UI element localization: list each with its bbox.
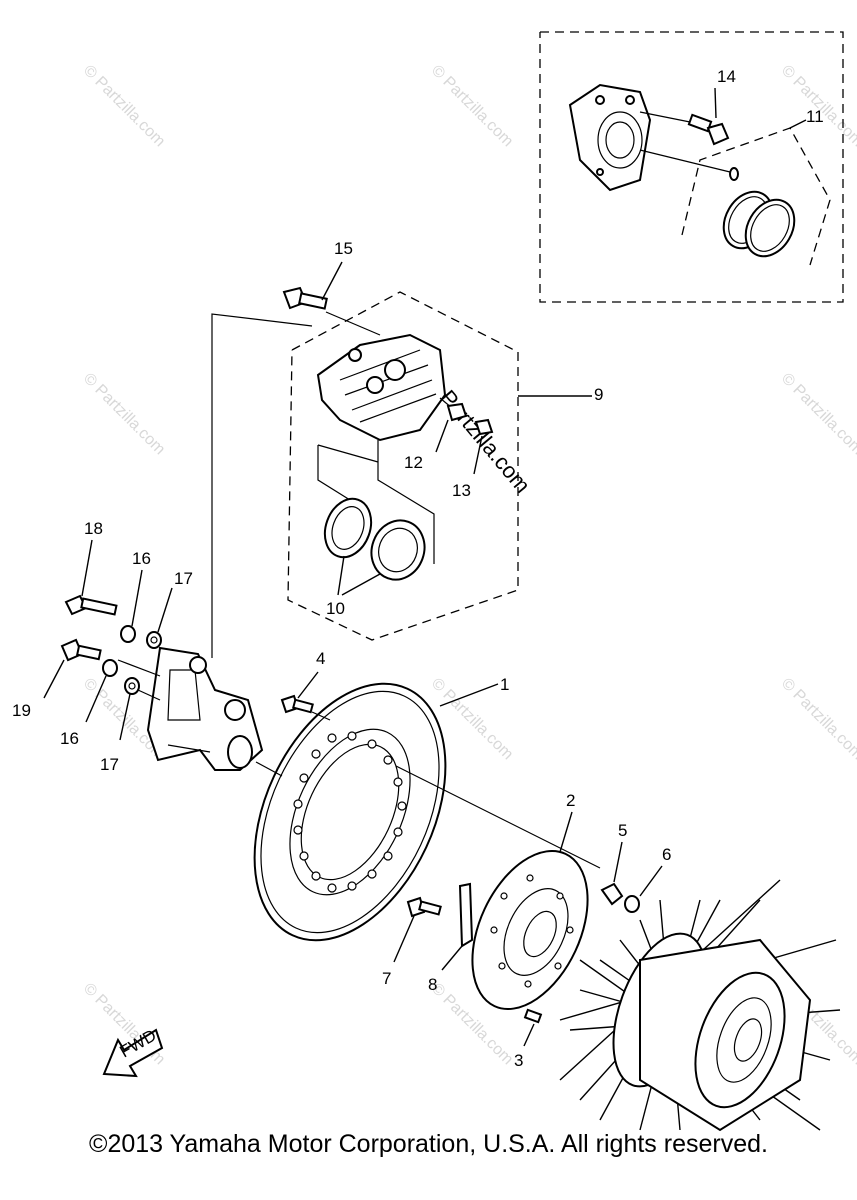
- callout-19: 19: [12, 701, 31, 720]
- bolt-19: [43, 638, 102, 699]
- caliper-bracket: [146, 646, 264, 771]
- callout-14: 14: [717, 67, 736, 86]
- callout-1: 1: [500, 675, 509, 694]
- wheel-hub: [559, 879, 841, 1132]
- callout-7: 7: [382, 969, 391, 988]
- callout-8: 8: [428, 975, 437, 994]
- fwd-arrow: FWD: [102, 1026, 164, 1078]
- copyright-footer: ©2013 Yamaha Motor Corporation, U.S.A. A…: [89, 1130, 768, 1158]
- callout-10: 10: [326, 599, 345, 618]
- callout-4: 4: [316, 649, 325, 668]
- callout-18: 18: [84, 519, 103, 538]
- callout-17: 17: [100, 755, 119, 774]
- callout-2: 2: [566, 791, 575, 810]
- disc-hub-plate: [471, 811, 589, 1011]
- caliper-assembly: [282, 261, 592, 641]
- bolt-18: [64, 539, 118, 616]
- callout-3: 3: [514, 1051, 523, 1070]
- callout-9: 9: [594, 385, 603, 404]
- inset-caliper-detail: [539, 31, 844, 303]
- callout-11: 11: [806, 107, 824, 126]
- callout-12: 12: [404, 453, 423, 472]
- callout-16: 16: [132, 549, 151, 568]
- callout-16: 16: [60, 729, 79, 748]
- callout-15: 15: [334, 239, 353, 258]
- callout-6: 6: [662, 845, 671, 864]
- callout-13: 13: [452, 481, 471, 500]
- callout-17: 17: [174, 569, 193, 588]
- brake-disc: [253, 682, 499, 942]
- callout-5: 5: [618, 821, 627, 840]
